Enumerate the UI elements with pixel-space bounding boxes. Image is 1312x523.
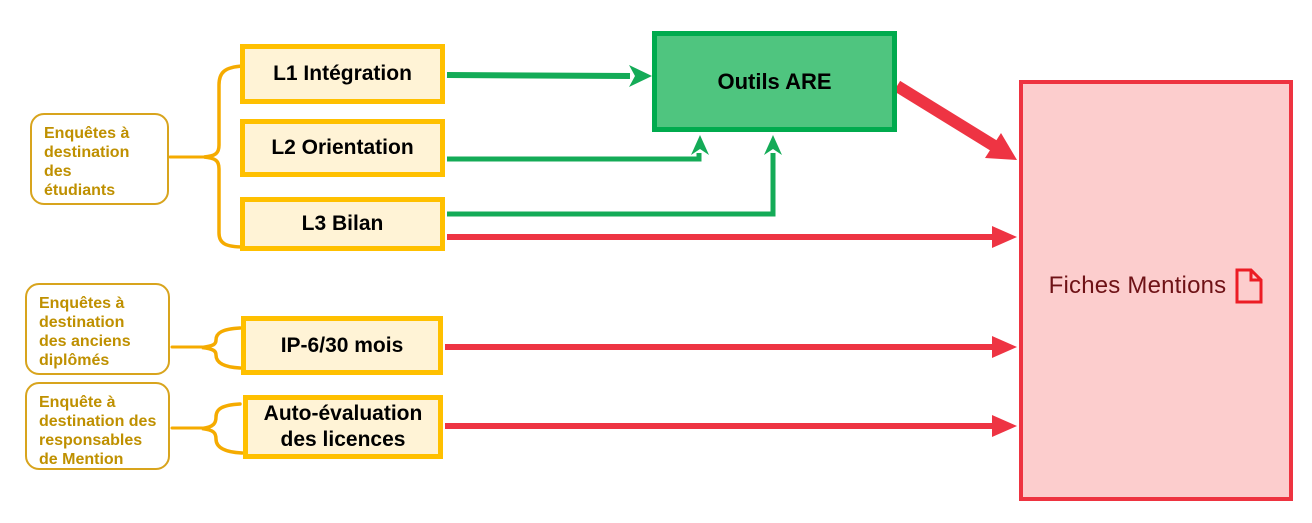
arrowhead-l3-to-outils [764,135,782,155]
arrow-l2-to-outils [447,153,702,162]
arrowhead-outils-to-fiches [985,133,1017,160]
survey-box-l2-orientation: L2 Orientation [240,119,445,177]
arrowhead-ip-to-fiches [992,336,1017,358]
brace-responsables [201,402,244,455]
annotation-responsables: Enquête à destination des responsables d… [25,382,170,470]
survey-box-l1-integration: L1 Intégration [240,44,445,104]
annotation-alumni: Enquêtes à destination des anciens diplô… [25,283,170,375]
arrowhead-l3-to-fiches [992,226,1017,248]
survey-box-l3-bilan: L3 Bilan [240,197,445,251]
brace-students [203,64,246,249]
brace-alumni [201,326,242,370]
arrow-outils-to-fiches [893,80,1000,153]
arrowhead-l1-to-outils [629,65,652,87]
survey-box-auto-evaluation: Auto-évaluation des licences [243,395,443,459]
process-node-outils-are: Outils ARE [652,31,897,132]
arrow-l3-to-outils [447,153,776,217]
output-node-fiches-mentions: Fiches Mentions [1019,80,1293,501]
fiches-mentions-label: Fiches Mentions [1048,272,1227,299]
arrowhead-l2-to-outils [691,135,709,155]
document-icon [1235,268,1263,304]
arrow-l1-to-outils [446,72,631,79]
annotation-students: Enquêtes à destination des étudiants [30,113,169,205]
survey-box-ip-6-30-mois: IP-6/30 mois [241,316,443,375]
arrowhead-auto-to-fiches [992,415,1017,437]
fiches-mentions-row: Fiches Mentions [1023,266,1289,306]
